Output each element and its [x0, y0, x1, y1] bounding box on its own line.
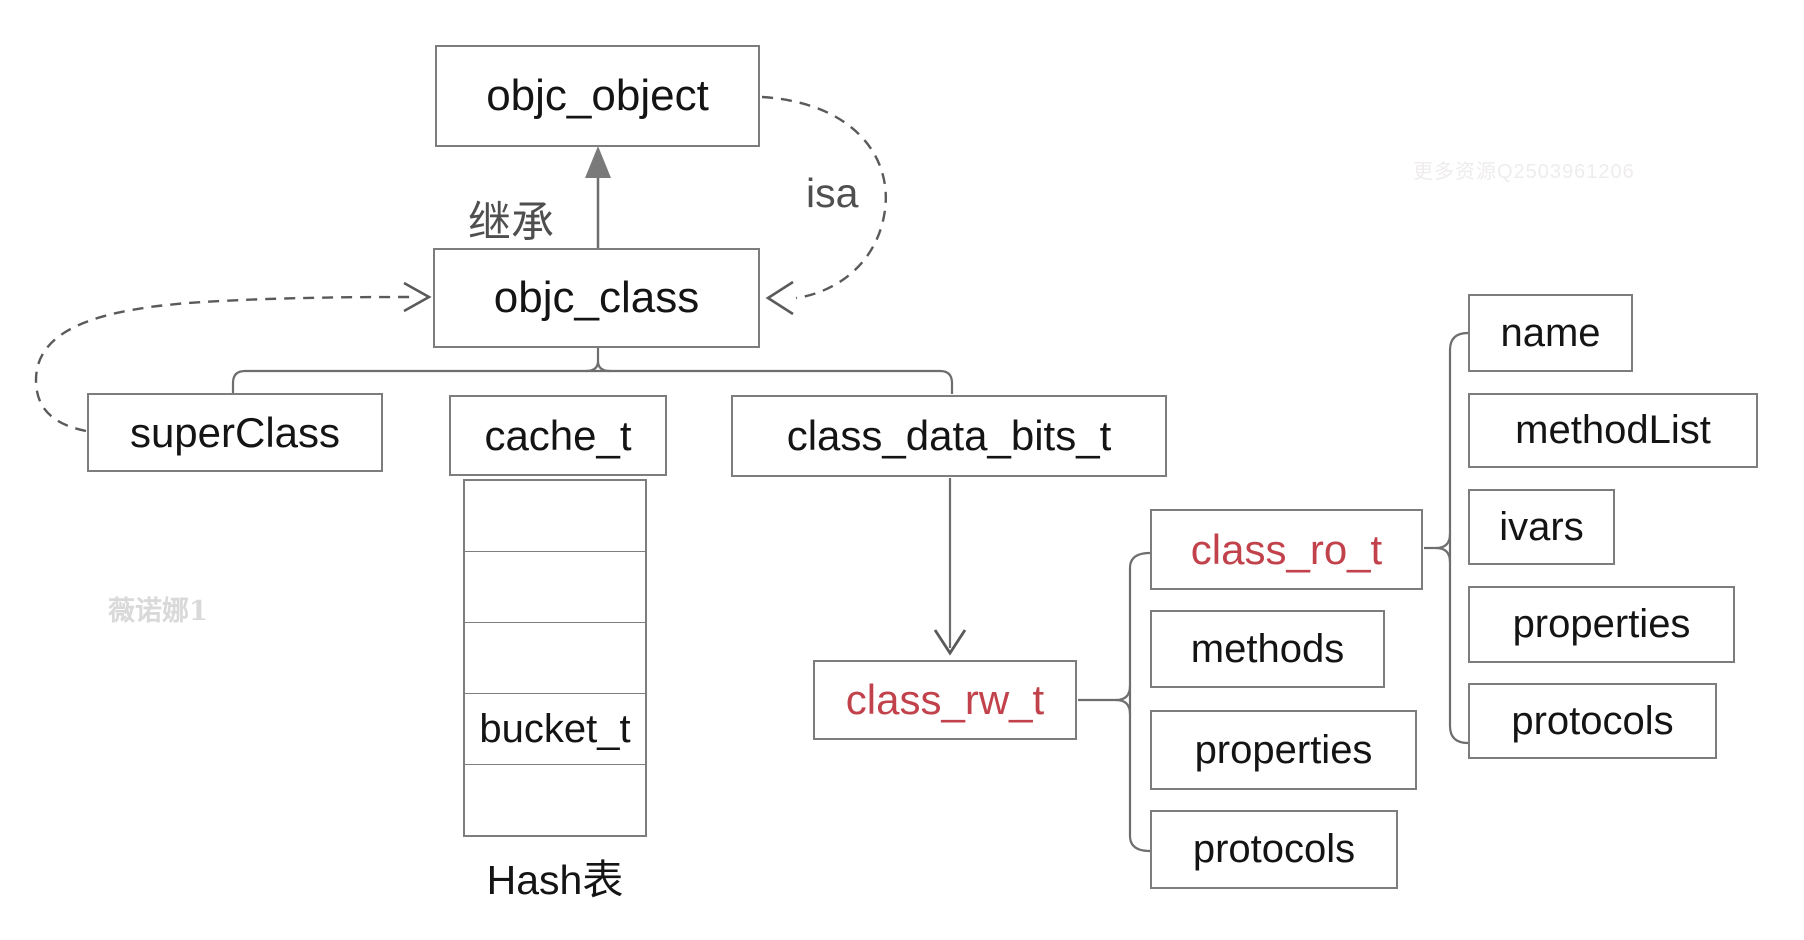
ro-bracket-nub	[1435, 533, 1452, 563]
node-ro-methodlist: methodList	[1468, 393, 1758, 468]
inheritance-edge-label: 继承	[468, 199, 554, 247]
cache-hash-table-row	[465, 551, 645, 622]
node-superclass: superClass	[87, 393, 383, 472]
node-ro-properties: properties	[1468, 586, 1735, 663]
node-objc-class: objc_class	[433, 248, 760, 348]
node-objc-object: objc_object	[435, 45, 760, 147]
cache-hash-table-row	[465, 764, 645, 835]
objc-class-children-stub	[585, 348, 611, 373]
node-ro-name: name	[1468, 294, 1633, 372]
isa-edge-label: isa	[806, 170, 859, 216]
node-rw-properties: properties	[1150, 710, 1417, 790]
node-class-ro-t: class_ro_t	[1150, 509, 1423, 590]
edge-superclass-arrowhead	[403, 281, 432, 313]
objc-class-children-bracket	[231, 369, 954, 394]
edge-superclass-curve	[34, 295, 417, 433]
rw-bracket-nub	[1115, 685, 1132, 715]
node-class-rw-t: class_rw_t	[813, 660, 1077, 740]
cache-hash-table-row-bucket: bucket_t	[465, 693, 645, 764]
watermark-left: 薇诺娜1	[108, 596, 208, 627]
node-rw-protocols: protocols	[1150, 810, 1398, 889]
ro-bracket	[1448, 331, 1469, 745]
edge-bits-to-rw-arrowhead	[933, 629, 967, 656]
node-ro-protocols: protocols	[1468, 683, 1717, 759]
hash-table-caption: Hash表	[486, 857, 624, 903]
watermark-top-right: 更多资源Q2503961206	[1413, 161, 1635, 183]
edge-isa-arrowhead	[765, 280, 794, 316]
node-rw-methods: methods	[1150, 610, 1385, 688]
node-cache-t: cache_t	[449, 395, 667, 476]
cache-hash-table: bucket_t	[463, 479, 647, 837]
rw-bracket	[1128, 551, 1151, 853]
edge-inheritance-arrowhead	[585, 146, 611, 178]
node-ro-ivars: ivars	[1468, 489, 1615, 565]
cache-hash-table-row	[465, 622, 645, 693]
node-class-data-bits-t: class_data_bits_t	[731, 395, 1167, 477]
cache-hash-table-row	[465, 481, 645, 551]
